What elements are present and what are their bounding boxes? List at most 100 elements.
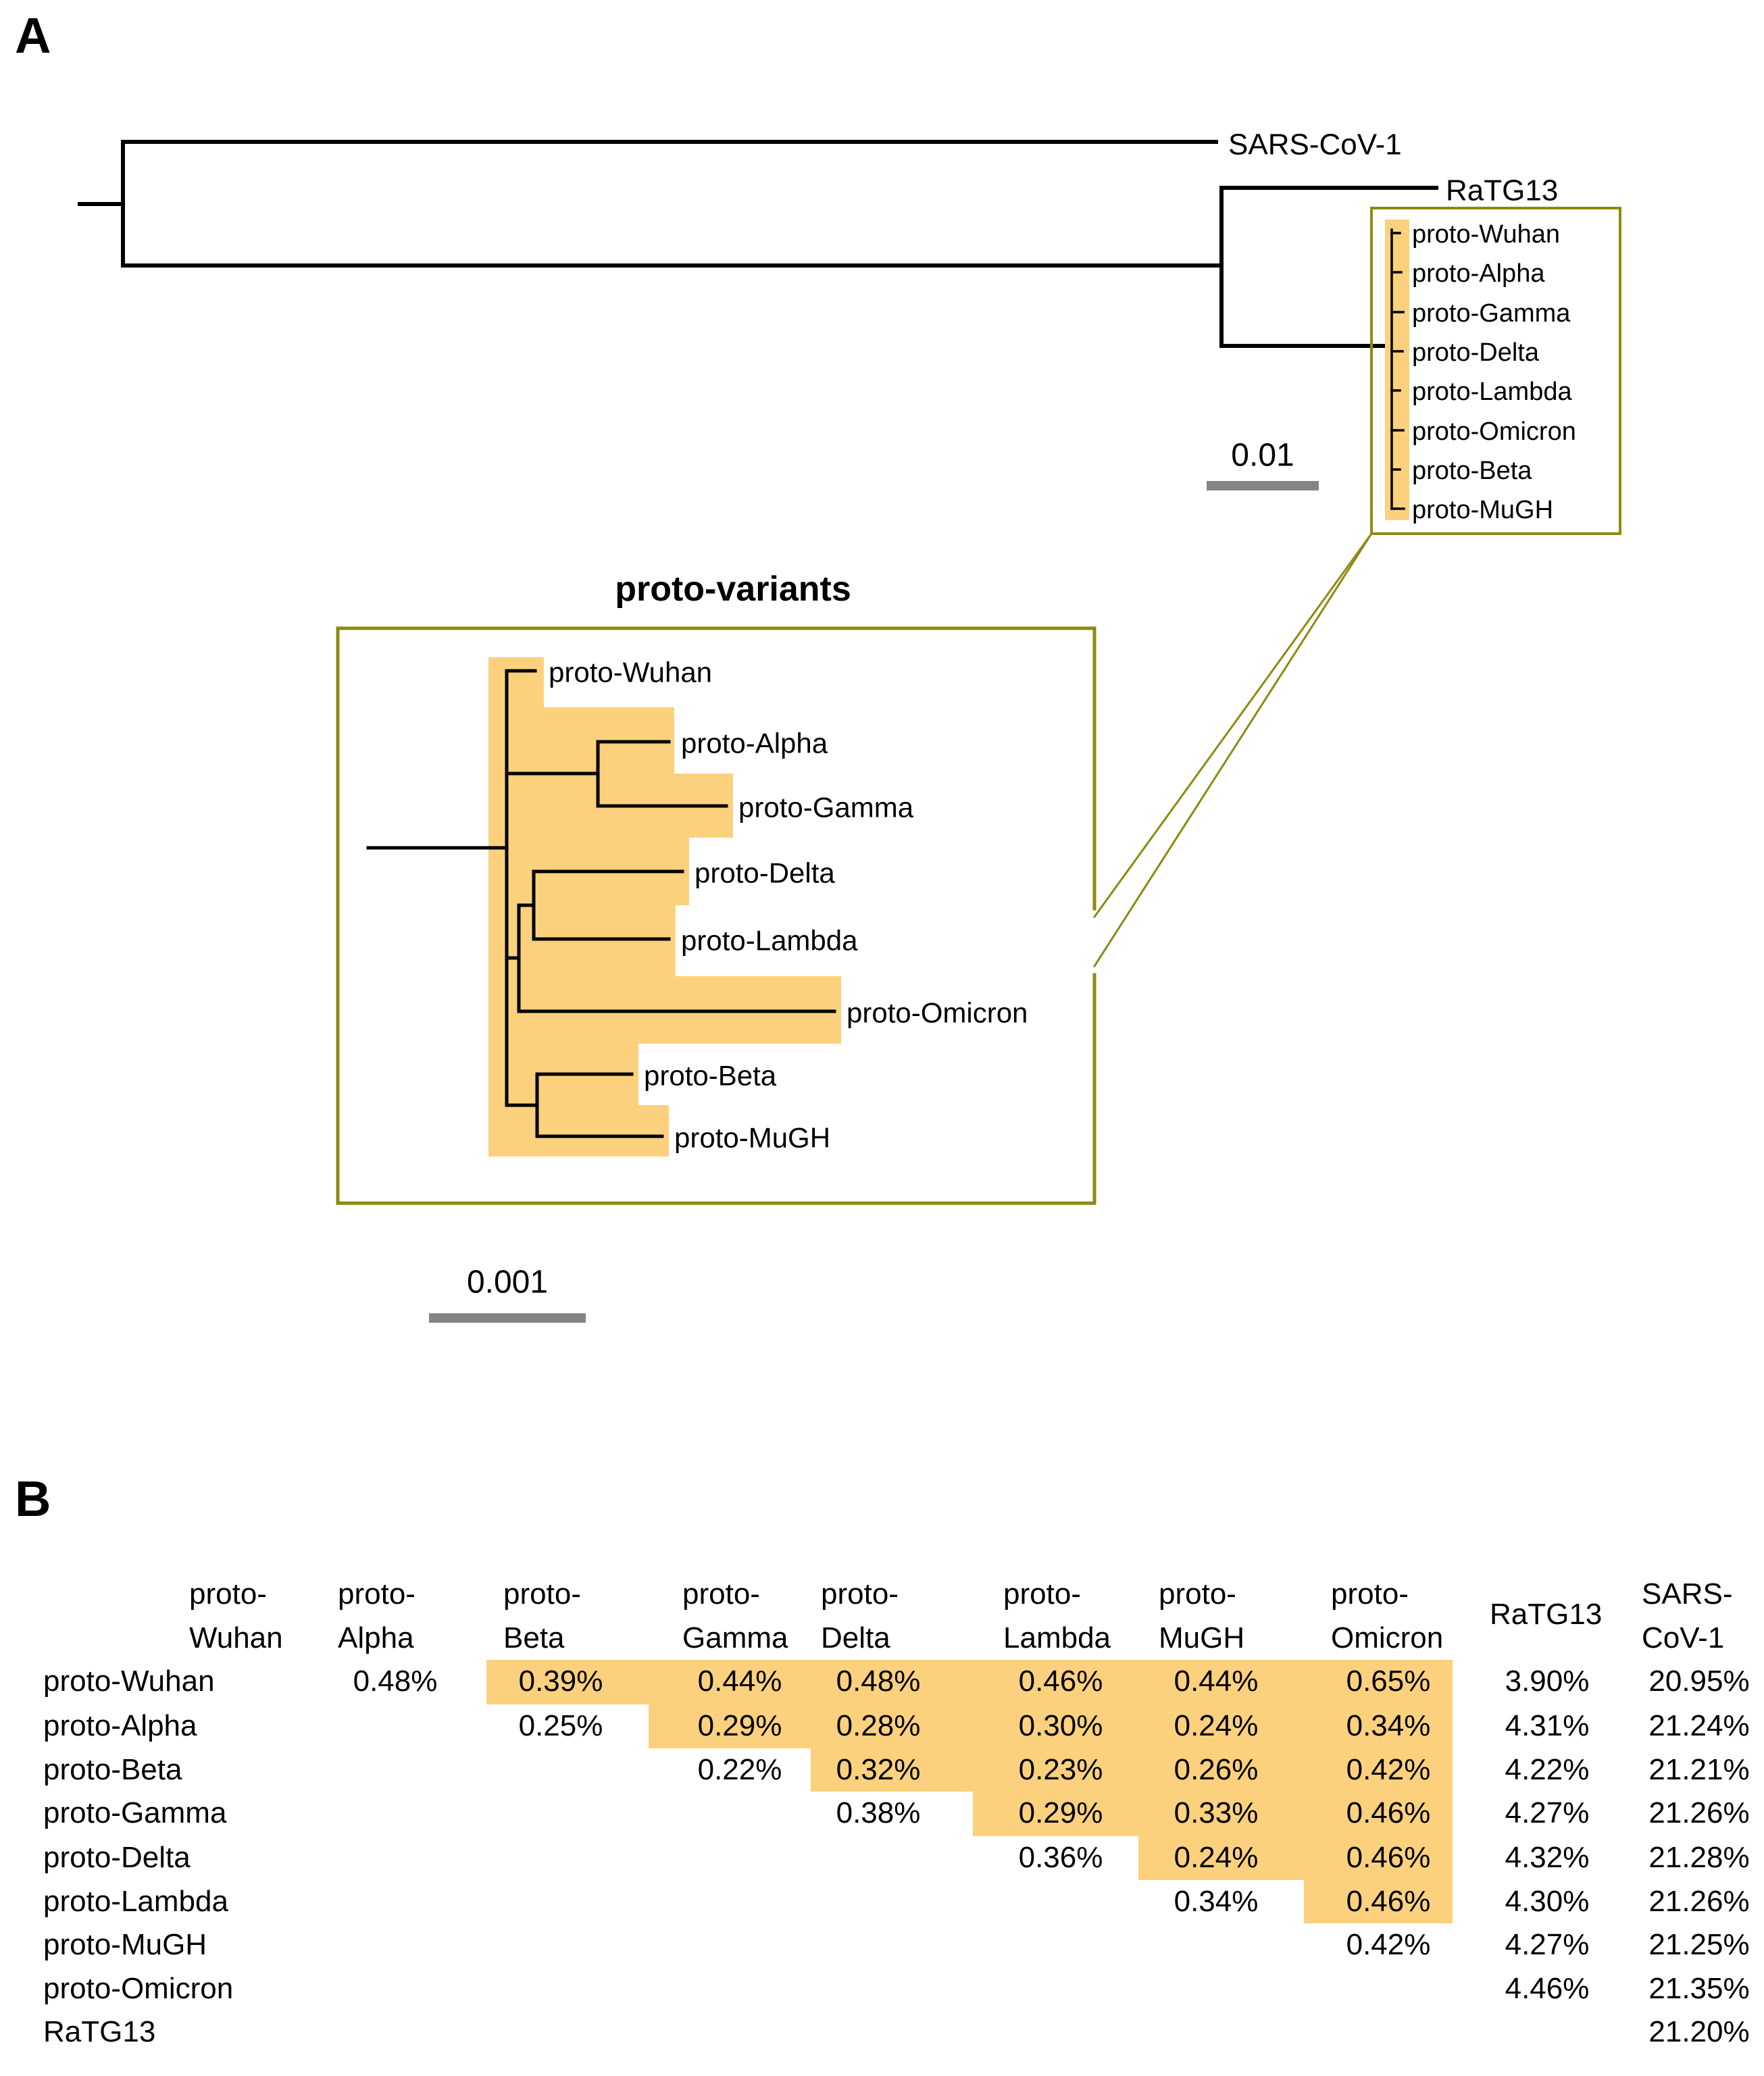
row-label: proto-Beta bbox=[43, 1753, 182, 1786]
column-header-line2: Beta bbox=[503, 1621, 565, 1654]
matrix-highlight-block bbox=[486, 1660, 1453, 1704]
matrix-cell: 4.27% bbox=[1505, 1928, 1590, 1961]
column-header-line1: proto- bbox=[503, 1577, 581, 1611]
matrix-cell: 0.33% bbox=[1174, 1796, 1259, 1829]
column-header-line1: proto- bbox=[338, 1577, 415, 1611]
matrix-cell: 0.65% bbox=[1346, 1665, 1431, 1698]
row-label: proto-Delta bbox=[43, 1841, 191, 1874]
matrix-cell: 0.22% bbox=[697, 1753, 782, 1786]
matrix-highlight-block bbox=[1304, 1880, 1453, 1923]
panel-b-label: B bbox=[15, 1471, 51, 1527]
matrix-cell: 21.24% bbox=[1648, 1709, 1750, 1742]
matrix-cell: 4.46% bbox=[1505, 1972, 1590, 2005]
matrix-cell: 0.46% bbox=[1346, 1796, 1431, 1829]
matrix-highlight-block bbox=[649, 1704, 1453, 1748]
big-taxon-label: proto-Beta bbox=[644, 1060, 777, 1092]
big-taxon-label: proto-Delta bbox=[695, 857, 835, 889]
matrix-cell: 20.95% bbox=[1648, 1665, 1750, 1698]
matrix-cell: 0.36% bbox=[1018, 1841, 1103, 1874]
small-taxon-label: proto-Alpha bbox=[1412, 259, 1545, 288]
big-taxon-label: proto-Gamma bbox=[738, 792, 914, 824]
matrix-cell: 0.46% bbox=[1018, 1665, 1103, 1698]
matrix-cell: 4.30% bbox=[1505, 1885, 1590, 1918]
sars-cov-1-label: SARS-CoV-1 bbox=[1228, 128, 1402, 161]
matrix-cell: 21.20% bbox=[1648, 2015, 1750, 2048]
row-label: proto-Wuhan bbox=[43, 1665, 215, 1698]
matrix-cell: 21.25% bbox=[1648, 1928, 1750, 1961]
matrix-cell: 21.21% bbox=[1648, 1753, 1750, 1786]
small-taxon-label: proto-MuGH bbox=[1412, 496, 1553, 524]
column-header-line1: proto- bbox=[1331, 1577, 1409, 1611]
column-header-line2: MuGH bbox=[1159, 1621, 1245, 1654]
matrix-cell: 4.22% bbox=[1505, 1753, 1590, 1786]
matrix-cell: 0.23% bbox=[1018, 1753, 1103, 1786]
zoom-connector-upper bbox=[1092, 532, 1374, 919]
matrix-cell: 0.34% bbox=[1174, 1885, 1259, 1918]
scale-bar-bottom-label: 0.001 bbox=[467, 1265, 548, 1300]
matrix-cell: 4.27% bbox=[1505, 1796, 1590, 1829]
row-label: proto-Omicron bbox=[43, 1972, 234, 2005]
matrix-cell: 0.30% bbox=[1018, 1709, 1103, 1742]
matrix-cell: 0.24% bbox=[1174, 1709, 1259, 1742]
zoom-connector-lower bbox=[1092, 532, 1374, 968]
scale-bar-top-label: 0.01 bbox=[1231, 438, 1294, 474]
big-clade-highlight bbox=[488, 657, 841, 1157]
matrix-cell: 21.35% bbox=[1648, 1972, 1750, 2005]
matrix-cell: 4.31% bbox=[1505, 1709, 1590, 1742]
small-taxon-label: proto-Lambda bbox=[1412, 378, 1572, 406]
matrix-cell: 0.42% bbox=[1346, 1753, 1431, 1786]
small-inset-box bbox=[1370, 207, 1621, 535]
matrix-cell: 21.28% bbox=[1648, 1841, 1750, 1874]
big-taxon-label: proto-Lambda bbox=[681, 925, 858, 957]
matrix-cell: 0.25% bbox=[518, 1709, 603, 1742]
matrix-cell: 4.32% bbox=[1505, 1841, 1590, 1874]
scale-bar-top bbox=[1207, 481, 1319, 490]
column-header-line2: CoV-1 bbox=[1642, 1621, 1725, 1654]
matrix-cell: 0.29% bbox=[1018, 1796, 1103, 1829]
matrix-cell: 0.39% bbox=[518, 1665, 603, 1698]
small-taxon-label: proto-Beta bbox=[1412, 457, 1532, 485]
matrix-cell: 0.46% bbox=[1346, 1885, 1431, 1918]
scale-bar-bottom bbox=[429, 1313, 586, 1323]
column-header-line1: proto- bbox=[1003, 1577, 1081, 1611]
row-label: RaTG13 bbox=[43, 2015, 156, 2048]
matrix-cell: 0.34% bbox=[1346, 1709, 1431, 1742]
column-header: RaTG13 bbox=[1490, 1598, 1603, 1631]
big-taxon-label: proto-Wuhan bbox=[549, 657, 712, 688]
ratg13-label: RaTG13 bbox=[1446, 174, 1558, 207]
small-taxon-label: proto-Delta bbox=[1412, 338, 1540, 367]
row-label: proto-Alpha bbox=[43, 1709, 197, 1742]
column-header-line2: Lambda bbox=[1003, 1621, 1111, 1654]
column-header-line2: Omicron bbox=[1331, 1621, 1444, 1654]
small-taxon-label: proto-Wuhan bbox=[1412, 220, 1560, 249]
column-header-line1: proto- bbox=[189, 1577, 267, 1611]
big-taxon-label: proto-MuGH bbox=[674, 1122, 830, 1154]
column-header-line2: Alpha bbox=[338, 1621, 414, 1654]
column-header-line1: proto- bbox=[682, 1577, 760, 1611]
column-header-line1: proto- bbox=[1159, 1577, 1236, 1611]
column-header-line1: proto- bbox=[821, 1577, 899, 1611]
matrix-cell: 0.48% bbox=[836, 1665, 921, 1698]
matrix-cell: 0.32% bbox=[836, 1753, 921, 1786]
matrix-cell: 0.24% bbox=[1174, 1841, 1259, 1874]
matrix-cell: 0.44% bbox=[697, 1665, 782, 1698]
inset-title: proto-variants bbox=[615, 569, 851, 609]
matrix-cell: 21.26% bbox=[1648, 1796, 1750, 1829]
matrix-cell: 0.48% bbox=[353, 1665, 438, 1698]
matrix-highlight-block bbox=[973, 1792, 1453, 1836]
column-header-line1: SARS- bbox=[1642, 1577, 1733, 1611]
matrix-cell: 21.26% bbox=[1648, 1885, 1750, 1918]
row-label: proto-MuGH bbox=[43, 1928, 207, 1961]
column-header-line2: Gamma bbox=[682, 1621, 788, 1654]
big-taxon-label: proto-Omicron bbox=[847, 997, 1028, 1029]
column-header-line2: Wuhan bbox=[189, 1621, 283, 1654]
matrix-cell: 0.26% bbox=[1174, 1753, 1259, 1786]
row-label: proto-Gamma bbox=[43, 1796, 227, 1829]
matrix-cell: 0.38% bbox=[836, 1796, 921, 1829]
row-label: proto-Lambda bbox=[43, 1885, 228, 1918]
matrix-highlight-block bbox=[811, 1748, 1453, 1792]
matrix-cell: 0.46% bbox=[1346, 1841, 1431, 1874]
